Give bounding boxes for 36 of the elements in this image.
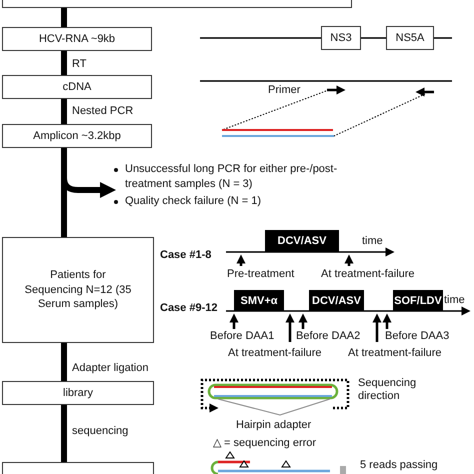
- time-point-label: Before DAA3: [385, 330, 450, 344]
- annotation-text: Hairpin adapter: [236, 419, 312, 432]
- time-point-label: At treatment-failure: [321, 268, 415, 282]
- edge-label: sequencing: [72, 425, 128, 438]
- connector: [61, 8, 67, 27]
- time-point-label: Before DAA1: [210, 330, 274, 344]
- primer-label: Primer: [268, 84, 300, 98]
- case-label: Case #1-8: [160, 249, 212, 262]
- axis-label: time: [362, 235, 383, 248]
- time-point-label: At treatment-failure: [348, 347, 442, 360]
- connector: [61, 51, 67, 75]
- treatment-bar: DCV/ASV: [309, 290, 364, 311]
- process-box: HCV-RNA ~9kb: [2, 27, 152, 51]
- gene-region-box: NS3: [321, 26, 361, 50]
- annotation-text: Sequencing direction: [358, 377, 418, 404]
- connector: [61, 99, 67, 124]
- process-box: Patients for Sequencing N=12 (35 Serum samples): [2, 237, 154, 343]
- time-point-label: Before DAA2: [296, 330, 360, 344]
- bullet-text: Quality check failure (N = 1): [125, 194, 262, 207]
- connector: [61, 405, 67, 462]
- time-point-label: Pre-treatment: [227, 268, 294, 282]
- annotation-text: 5 reads passing: [360, 459, 438, 472]
- case-label: Case #9-12: [160, 302, 218, 316]
- bullet-text: Unsuccessful long PCR for either pre-/post-treatment samples (N = 3): [125, 163, 338, 190]
- time-point-label: At treatment-failure: [228, 347, 322, 360]
- process-box: Amplicon ~3.2kbp: [2, 124, 152, 148]
- process-box: cDNA: [2, 75, 152, 99]
- connector: [61, 343, 67, 381]
- axis-label: time: [444, 294, 465, 308]
- treatment-bar: SOF/LDV: [393, 290, 443, 311]
- treatment-bar: SMV+α: [234, 290, 284, 311]
- gene-region-box: NS5A: [386, 26, 434, 50]
- process-box: library: [2, 381, 154, 405]
- treatment-bar: DCV/ASV: [265, 230, 339, 252]
- legend-text: △ = sequencing error: [213, 437, 316, 450]
- edge-label: Adapter ligation: [72, 362, 148, 376]
